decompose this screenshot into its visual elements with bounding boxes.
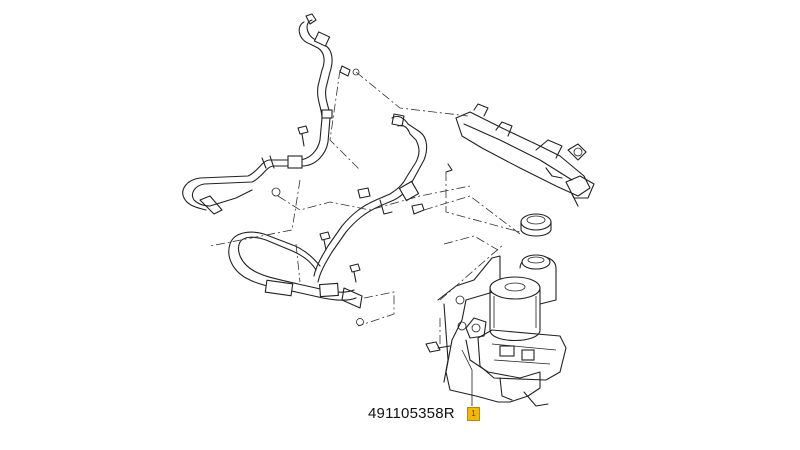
return-hose [313,113,428,283]
electric-pump-assembly [437,254,567,407]
callout-badge[interactable]: 1 [467,407,480,421]
lower-hose [228,231,364,326]
part-number-label: 491105358R [368,405,455,422]
fasteners [319,163,453,353]
assembly-lines [209,69,521,346]
steering-rack [455,103,595,207]
callout-leader [461,349,473,406]
reservoir-cap [520,213,552,237]
bolt [271,125,309,197]
upper-hose [182,13,360,215]
